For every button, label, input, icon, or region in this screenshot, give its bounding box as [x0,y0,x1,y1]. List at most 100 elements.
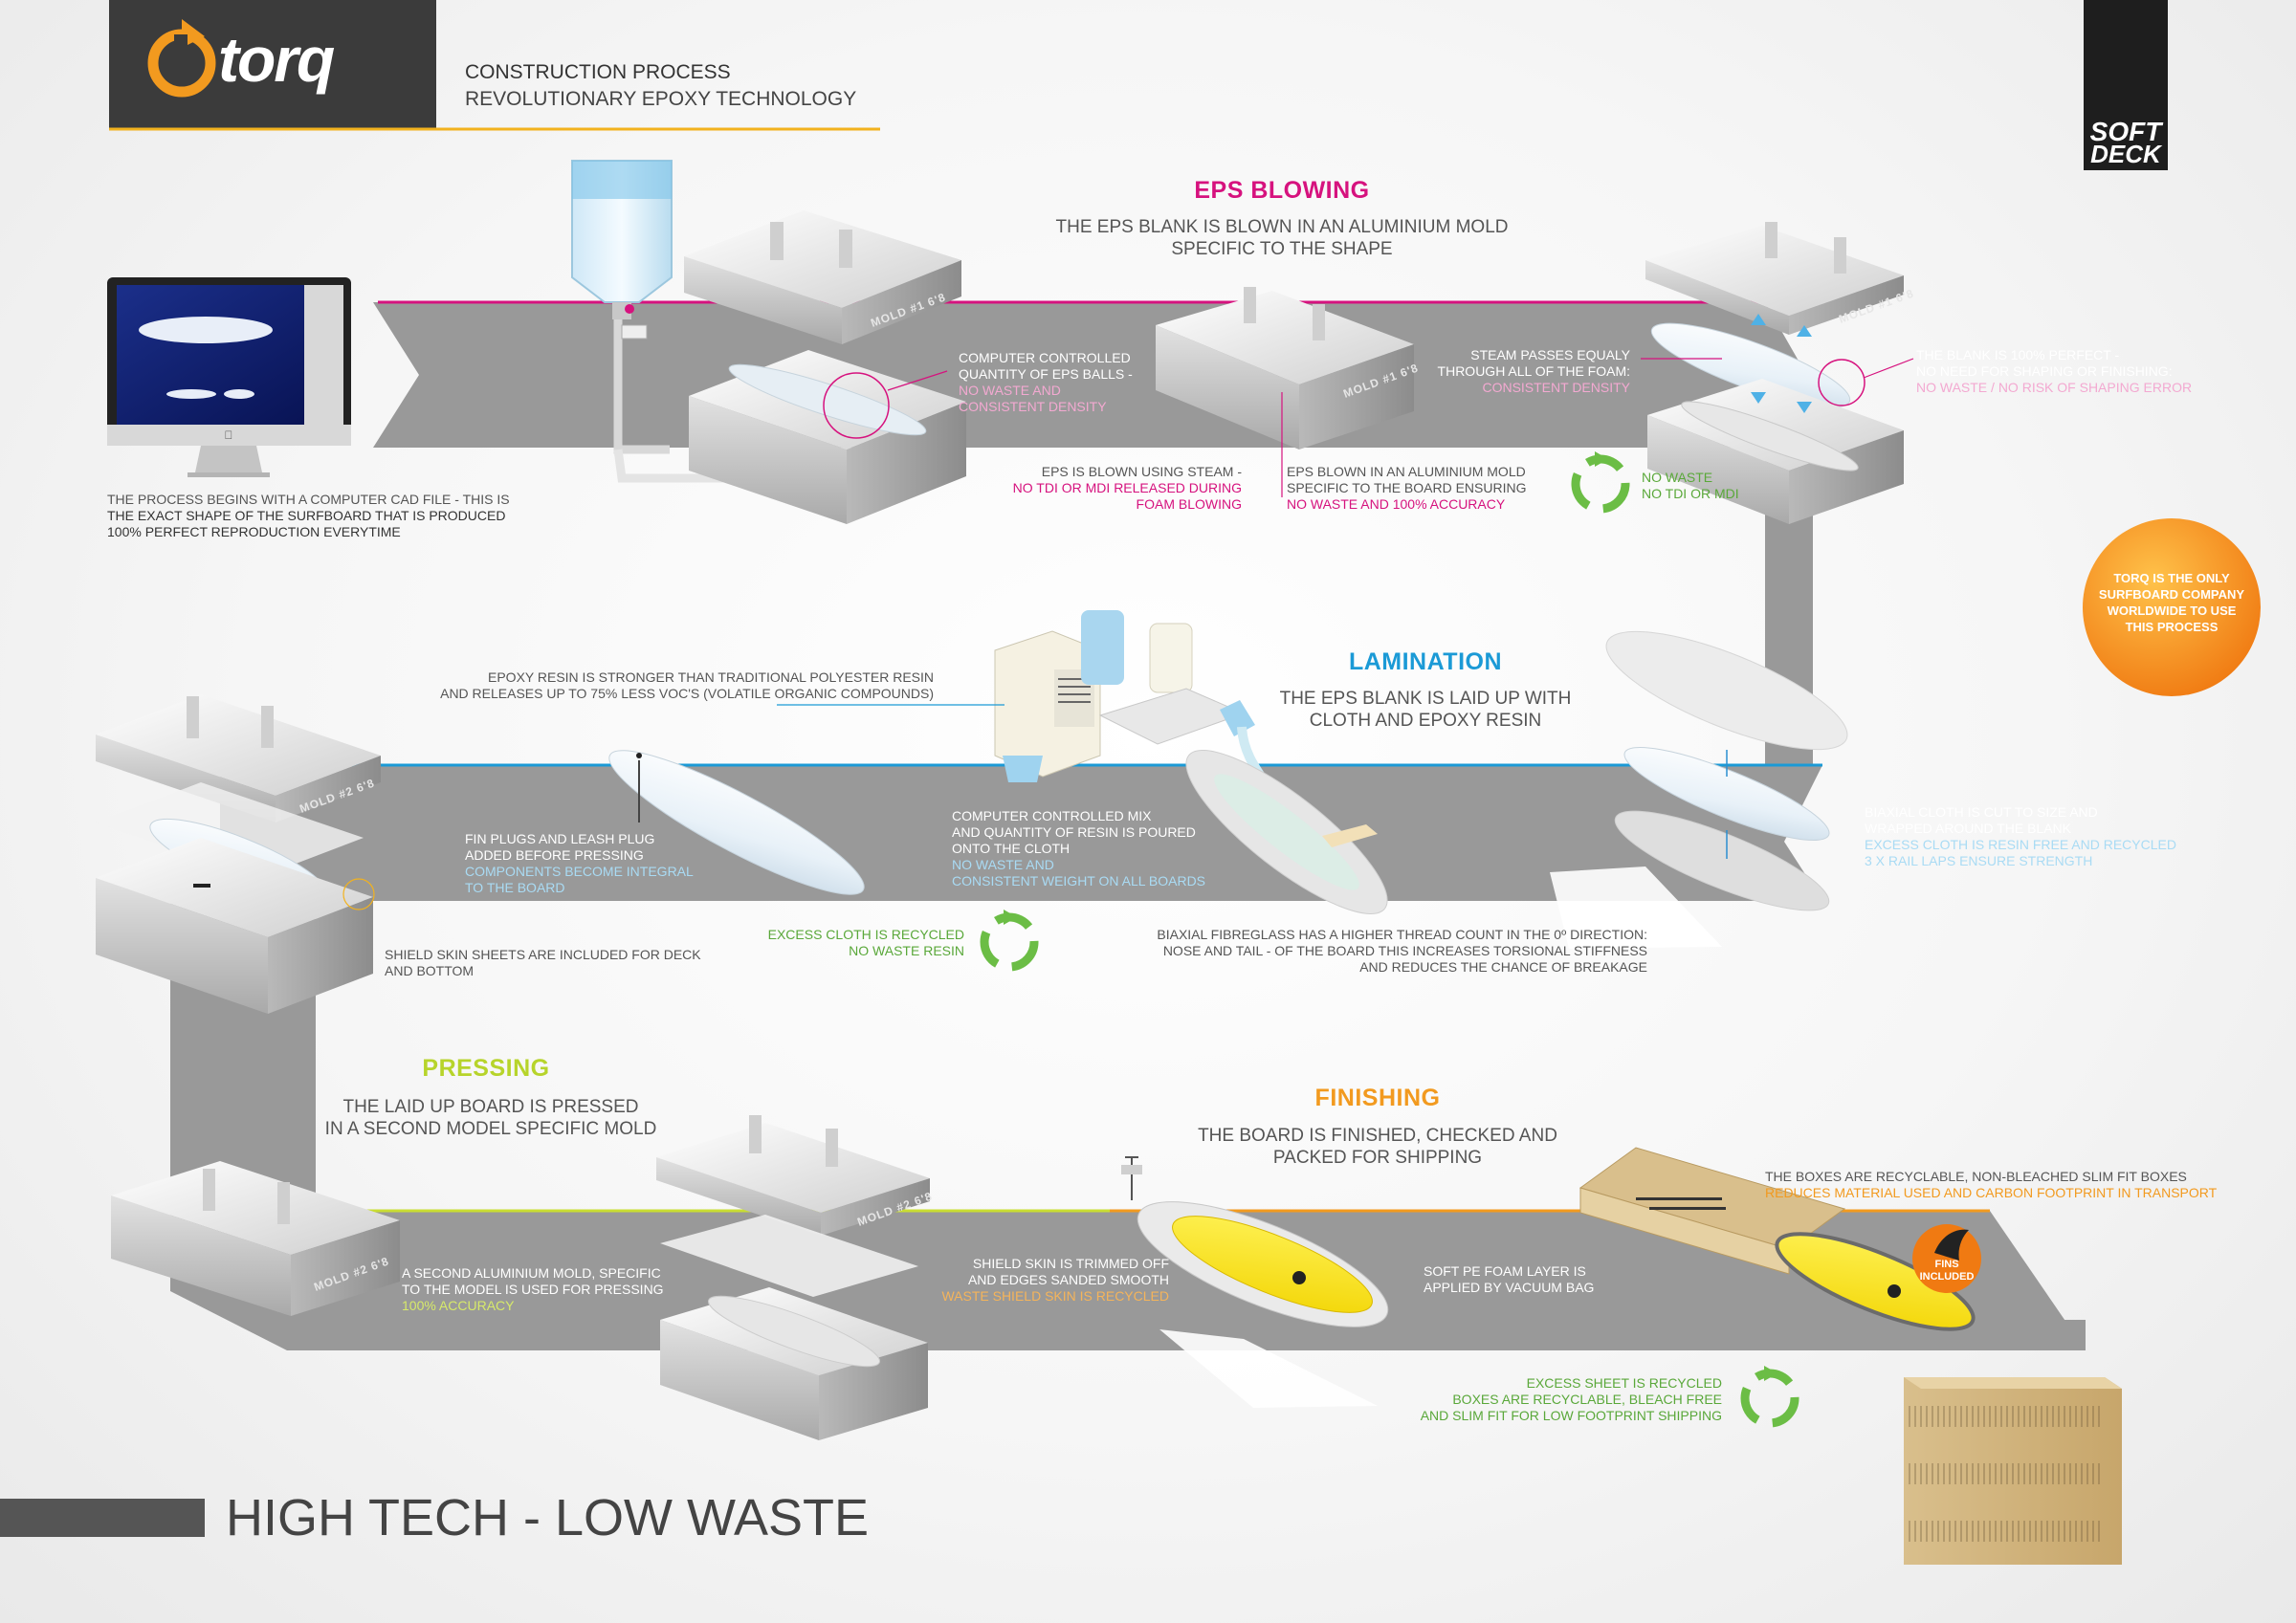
note-biaxial-fibre-2: NOSE AND TAIL - OF THE BOARD THIS INCREA… [1162,943,1647,958]
track-row-2 [220,765,1822,901]
note-soft-pe-1: SOFT PE FOAM LAYER IS [1424,1263,1586,1279]
finishing-desc: THE BOARD IS FINISHED, CHECKED AND PACKE… [1091,1125,1665,1169]
note-steam-passes-1: STEAM PASSES EQUALY [1470,347,1630,362]
note-steam-passes-3: CONSISTENT DENSITY [1482,380,1630,395]
note-resin-mix-4: NO WASTE AND [952,857,1054,872]
note-resin-mix-3: ONTO THE CLOTH [952,841,1071,856]
note-cad-1: THE PROCESS BEGINS WITH A COMPUTER CAD F… [107,492,510,507]
note-resin-mix-5: CONSISTENT WEIGHT ON ALL BOARDS [952,873,1206,888]
vacuum-bag-board-icon [1121,1156,1389,1408]
mold-1-bottom-icon [689,350,966,524]
torq-logo-icon [147,19,216,98]
mold-2-open-icon: MOLD #2 6'8 [656,1115,935,1440]
note-no-waste-1: NO WASTE [1642,470,1713,485]
note-cad-3: 100% PERFECT REPRODUCTION EVERYTIME [107,524,401,539]
note-cad-2: THE EXACT SHAPE OF THE SURFBOARD THAT IS… [107,508,506,523]
lamination-title: LAMINATION [1348,648,1503,675]
note-biaxial-cut-3: EXCESS CLOTH IS RESIN FREE AND RECYCLED [1865,837,2176,852]
recycle-icon-row2 [980,910,1039,972]
note-second-mold-1: A SECOND ALUMINIUM MOLD, SPECIFIC [402,1265,661,1281]
note-cad: THE PROCESS BEGINS WITH A COMPUTER CAD F… [107,492,510,540]
note-biaxial-cut-2: WRAPPED AROUND THE BLANK [1865,821,2072,836]
note-shield-sheets-1: SHIELD SKIN SHEETS ARE INCLUDED FOR DECK [385,947,701,962]
note-fin-plugs-4: TO THE BOARD [465,880,565,895]
note-steam-passes-2: THROUGH ALL OF THE FOAM: [1437,363,1630,379]
note-excess-cloth-1: EXCESS CLOTH IS RECYCLED [767,927,964,942]
torq-only-badge [2083,518,2261,696]
cloth-blank-stack-icon [1550,630,1848,949]
eps-blowing-desc: THE EPS BLANK IS BLOWN IN AN ALUMINIUM M… [995,216,1569,260]
fin-plug-board-icon [608,750,865,895]
note-perfect: THE BLANK IS 100% PERFECT - NO NEED FOR … [1916,347,2192,396]
note-boxes-1: THE BOXES ARE RECYCLABLE, NON-BLEACHED S… [1765,1169,2187,1184]
note-epoxy-2: AND RELEASES UP TO 75% LESS VOC'S (VOLAT… [440,686,934,701]
note-boxes: THE BOXES ARE RECYCLABLE, NON-BLEACHED S… [1765,1169,2217,1201]
note-alu-mold-1: EPS BLOWN IN AN ALUMINIUM MOLD [1287,464,1526,479]
note-alu-mold: EPS BLOWN IN AN ALUMINIUM MOLD SPECIFIC … [1287,464,1527,513]
note-steam-passes: STEAM PASSES EQUALY THROUGH ALL OF THE F… [1397,347,1630,396]
note-eps-balls: COMPUTER CONTROLLED QUANTITY OF EPS BALL… [959,350,1133,415]
note-second-mold: A SECOND ALUMINIUM MOLD, SPECIFIC TO THE… [402,1265,664,1314]
note-resin-mix-1: COMPUTER CONTROLLED MIX [952,808,1152,823]
recycle-icon-row1 [1571,451,1630,514]
pressing-title: PRESSING [422,1055,550,1082]
corner-logo-line2: DECK [2090,140,2163,168]
note-steam-blown: EPS IS BLOWN USING STEAM - NO TDI OR MDI… [995,464,1242,513]
note-eps-balls-1: COMPUTER CONTROLLED [959,350,1131,365]
note-epoxy: EPOXY RESIN IS STRONGER THAN TRADITIONAL… [425,669,934,702]
note-trimmed-3: WASTE SHIELD SKIN IS RECYCLED [941,1288,1169,1304]
note-biaxial-cut-1: BIAXIAL CLOTH IS CUT TO SIZE AND [1865,804,2098,820]
note-biaxial-cut-4: 3 x RAIL LAPS ENSURE STRENGTH [1865,853,2093,868]
note-fin-plugs-2: ADDED BEFORE PRESSING [465,847,644,863]
header-title: CONSTRUCTION PROCESS [465,61,731,83]
lamination-desc: THE EPS BLANK IS LAID UP WITH CLOTH AND … [1148,688,1703,732]
note-biaxial-fibre-3: AND REDUCES THE CHANCE OF BREAKAGE [1359,959,1647,975]
note-epoxy-1: EPOXY RESIN IS STRONGER THAN TRADITIONAL… [488,669,934,685]
note-biaxial-fibre: BIAXIAL FIBREGLASS HAS A HIGHER THREAD C… [1110,927,1647,976]
finishing-title: FINISHING [1314,1085,1441,1111]
track-row-3-tail [861,1320,2086,1350]
note-resin-mix: COMPUTER CONTROLLED MIX AND QUANTITY OF … [952,808,1205,889]
note-perfect-3: NO WASTE / NO RISK OF SHAPING ERROR [1916,380,2193,395]
eps-blowing-desc-2: SPECIFIC TO THE SHAPE [1171,239,1393,259]
note-eps-balls-2: QUANTITY OF EPS BALLS - [959,366,1133,382]
note-trimmed-2: AND EDGES SANDED SMOOTH [967,1272,1169,1287]
note-trimmed-1: SHIELD SKIN IS TRIMMED OFF [972,1256,1169,1271]
note-fin-plugs-3: COMPONENTS BECOME INTEGRAL [465,864,694,879]
pressing-desc-1: THE LAID UP BOARD IS PRESSED [342,1097,639,1117]
note-alu-mold-3: NO WASTE AND 100% ACCURACY [1287,496,1506,512]
badge-text-2: SURFBOARD COMPANY [2098,587,2245,602]
mold-1-top-icon: MOLD #1 6'8 [684,210,961,344]
shipping-box-open-icon [1578,1147,1976,1331]
mold-2-laid-board-icon [96,782,375,1014]
fin-icon [1934,1229,1969,1261]
resin-mixer-icon [994,610,1287,815]
note-shield-sheets: SHIELD SKIN SHEETS ARE INCLUDED FOR DECK… [385,947,701,979]
finishing-desc-1: THE BOARD IS FINISHED, CHECKED AND [1198,1126,1557,1146]
mold-1-open-icon: MOLD #1 6'8 [1645,222,1916,524]
note-fin-plugs-1: FIN PLUGS AND LEASH PLUG [465,831,655,846]
mold-2-closed-icon: MOLD #2 6'8 [111,1161,400,1316]
fins-badge-text-2: INCLUDED [1919,1271,1975,1283]
note-eps-balls-3: NO WASTE AND [959,383,1061,398]
note-soft-pe: SOFT PE FOAM LAYER IS APPLIED BY VACUUM … [1424,1263,1594,1296]
note-no-waste: NO WASTE NO TDI OR MDI [1642,470,1739,502]
note-fin-plugs: FIN PLUGS AND LEASH PLUG ADDED BEFORE PR… [465,831,694,896]
corner-logo-panel [2084,0,2168,170]
note-excess-cloth-2: NO WASTE RESIN [849,943,964,958]
mold-1-closed-icon: MOLD #1 6'8 [1156,287,1421,450]
note-no-waste-2: NO TDI OR MDI [1642,486,1739,501]
corner-logo-line1: SOFT [2090,117,2165,146]
note-trimmed: SHIELD SKIN IS TRIMMED OFF AND EDGES SAN… [918,1256,1169,1305]
footer-bar [0,1499,205,1537]
badge-text-3: WORLDWIDE TO USE [2107,603,2237,618]
note-excess-sheet-3: AND SLIM FIT FOR LOW FOOTPRINT SHIPPING [1420,1408,1722,1423]
computer-monitor-icon:  [107,277,351,477]
note-second-mold-3: 100% ACCURACY [402,1298,515,1313]
fins-included-badge [1912,1224,1981,1293]
header-subtitle: REVOLUTIONARY EPOXY TECHNOLOGY [465,88,857,110]
note-resin-mix-2: AND QUANTITY OF RESIN IS POURED [952,824,1196,840]
torq-logo-text: torq [218,24,335,95]
leader-lines-row1 [887,358,1914,497]
badge-text-1: TORQ IS THE ONLY [2113,571,2230,585]
